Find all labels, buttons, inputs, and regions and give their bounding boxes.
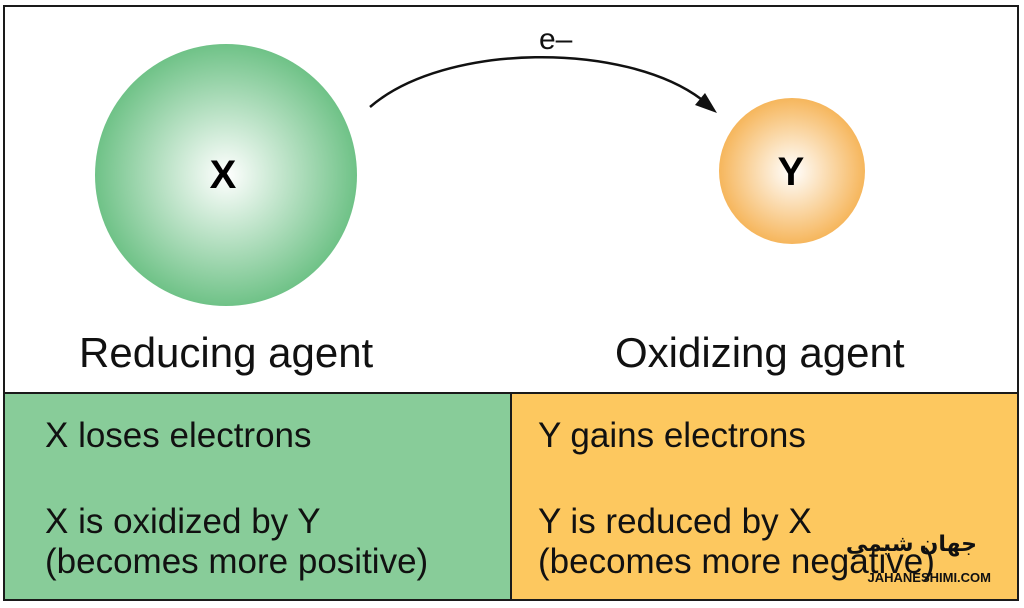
watermark-text: JAHANESHIMI.COM [867, 570, 991, 585]
arrow-head-icon [695, 93, 717, 113]
summary-table: X loses electrons X is oxidized by Y (be… [5, 392, 1017, 599]
electron-transfer-arrow [369, 56, 702, 108]
summary-line: (becomes more negative) [538, 542, 935, 581]
oxidizing-agent-atom [719, 98, 865, 244]
reducing-agent-atom [95, 44, 357, 306]
watermark-script: جهان شیمی [845, 531, 977, 556]
electron-label: e– [539, 23, 573, 56]
oxidizing-agent-summary: Y gains electrons Y is reduced by X (bec… [512, 394, 1017, 599]
summary-line: (becomes more positive) [45, 542, 429, 581]
reducing-agent-summary: X loses electrons X is oxidized by Y (be… [5, 394, 512, 599]
summary-line: Y is reduced by X [538, 502, 812, 541]
summary-line: Y gains electrons [538, 416, 806, 455]
diagram-frame: X Y e– Reducing agent Oxidizing agent X … [3, 5, 1019, 601]
summary-line: X is oxidized by Y [45, 502, 321, 541]
summary-line: X loses electrons [45, 416, 312, 455]
reducing-agent-symbol: X [210, 153, 237, 197]
reaction-svg: X Y [95, 44, 865, 306]
watermark-logo: جهان شیمی JAHANESHIMI.COM [831, 531, 991, 587]
reducing-agent-label: Reducing agent [79, 329, 374, 376]
oxidizing-agent-label: Oxidizing agent [615, 329, 905, 376]
reaction-panel: X Y e– Reducing agent Oxidizing agent [5, 7, 1017, 392]
oxidizing-agent-symbol: Y [778, 150, 805, 194]
